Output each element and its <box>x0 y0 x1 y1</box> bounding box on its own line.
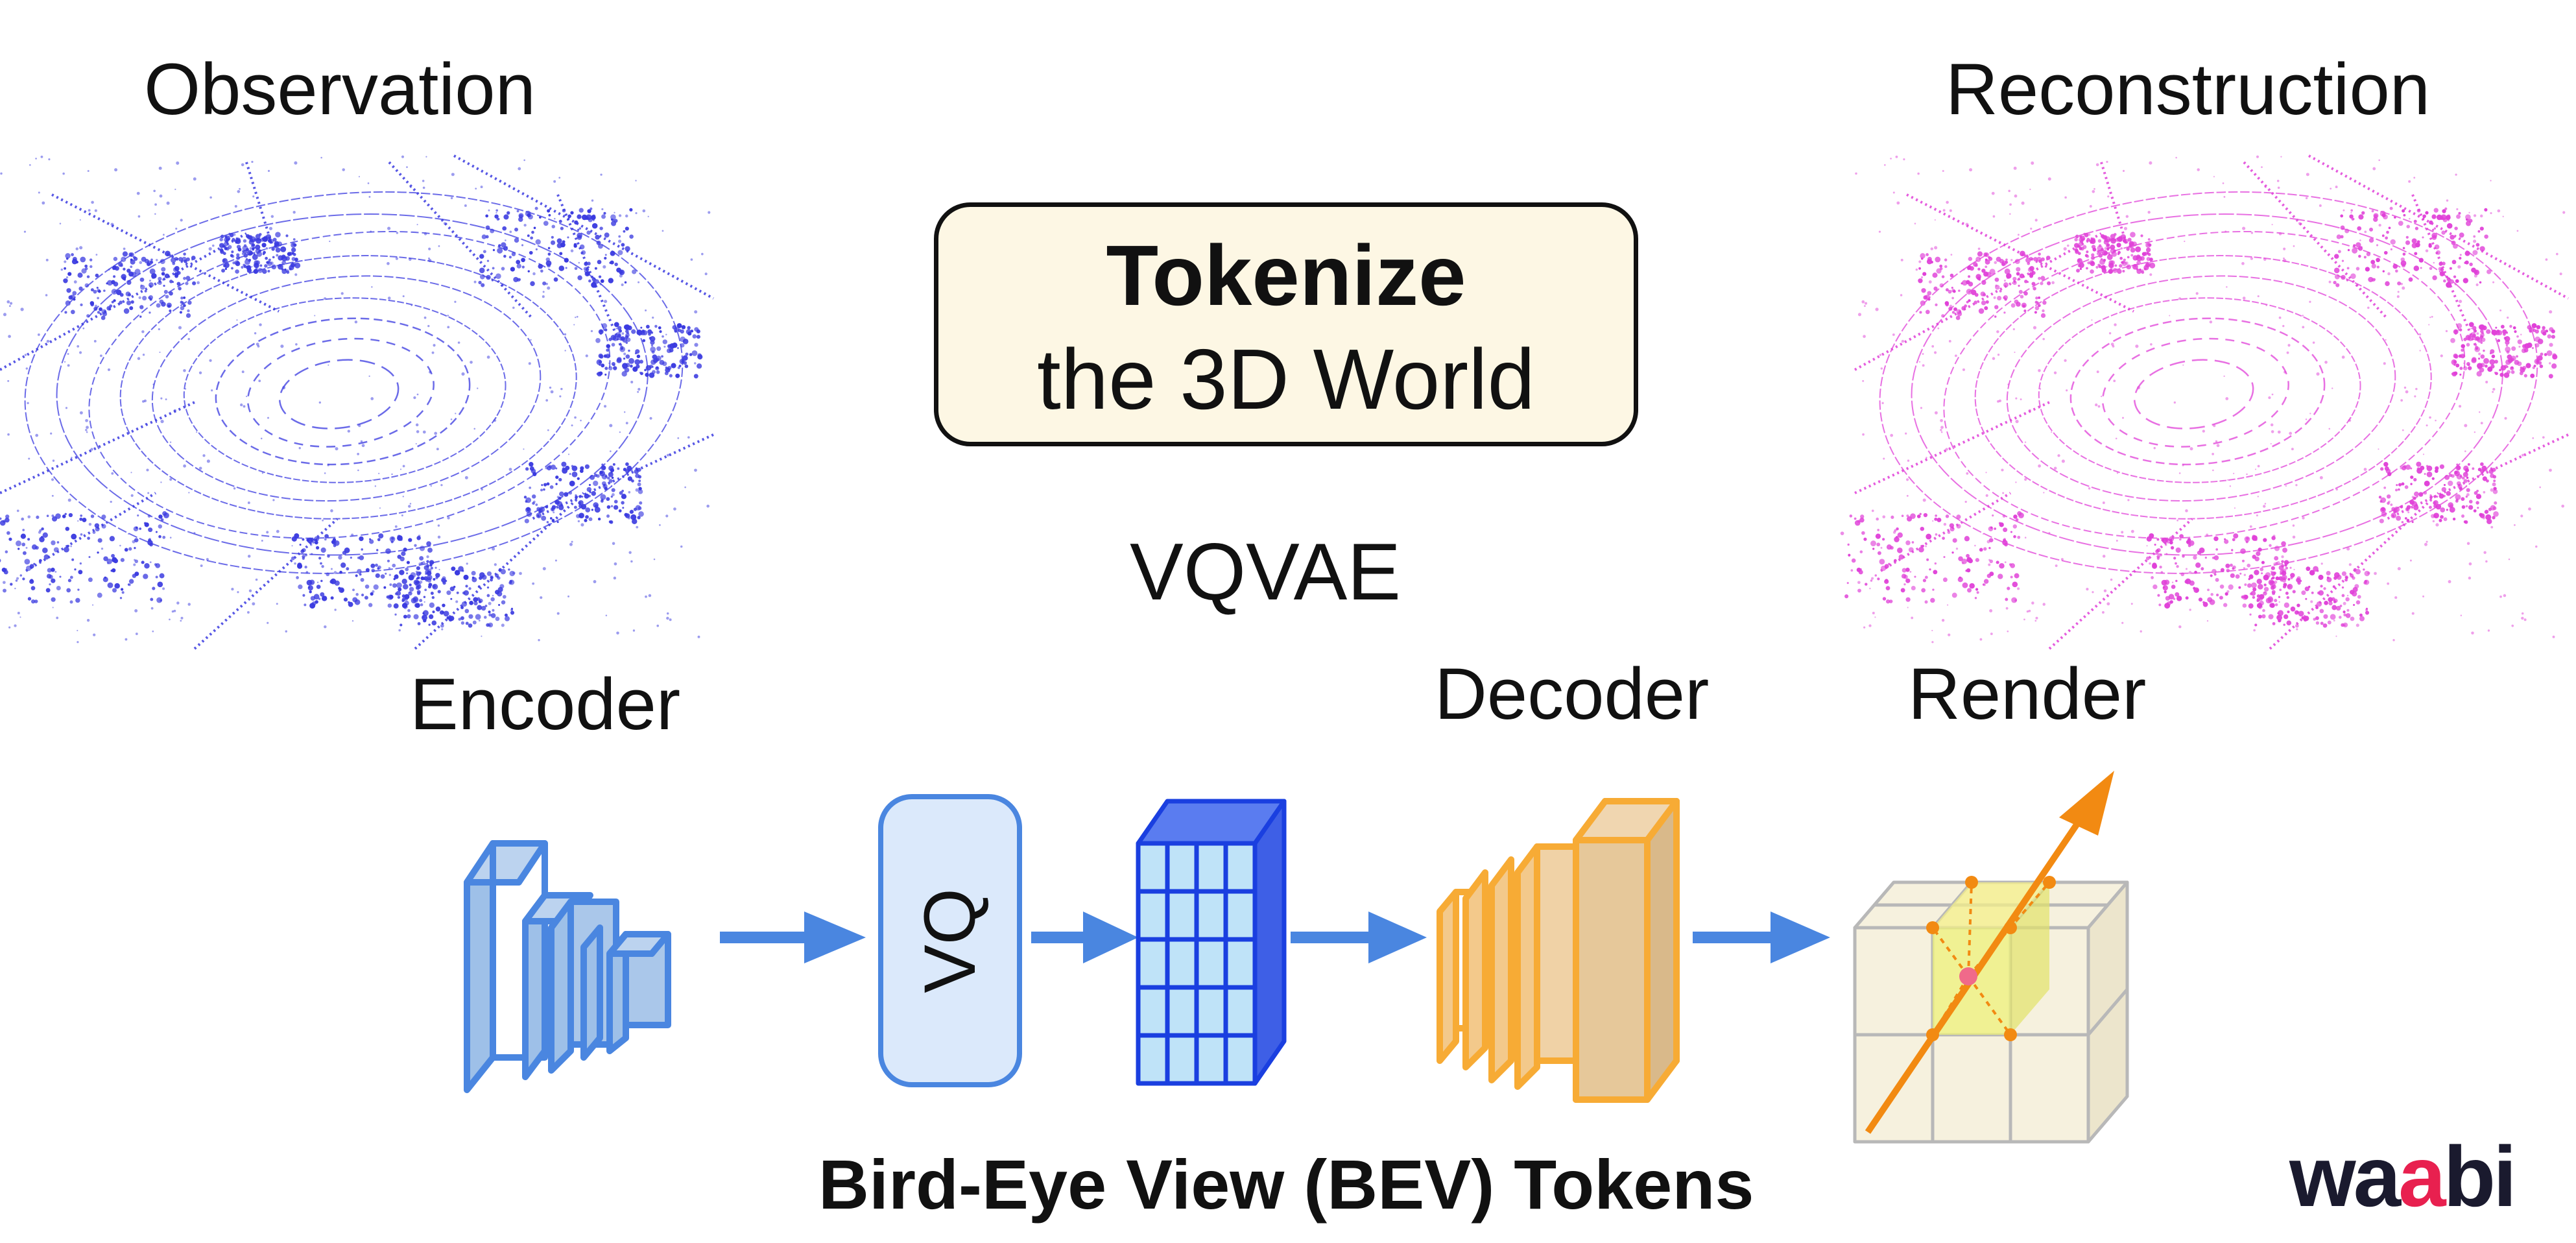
bev-tokens-label: Bird-Eye View (BEV) Tokens <box>818 1145 1754 1224</box>
waabi-logo: waabi <box>2289 1134 2517 1220</box>
observation-point-cloud <box>0 154 714 650</box>
vq-block <box>878 794 1022 1087</box>
observation-label: Observation <box>144 49 536 130</box>
arrow-grid-to-decoder <box>1291 911 1427 963</box>
arrow-decoder-to-render <box>1693 911 1830 963</box>
encoder-label: Encoder <box>410 664 681 745</box>
render-voxel-ray-icon <box>1853 771 2129 1144</box>
bev-token-grid-icon <box>1136 799 1287 1086</box>
arrow-encoder-to-vq <box>720 911 866 963</box>
render-label: Render <box>1908 653 2147 734</box>
reconstruction-label: Reconstruction <box>1946 49 2431 130</box>
vqvae-label: VQVAE <box>1130 527 1401 617</box>
tokenize-box: Tokenize the 3D World <box>934 202 1638 446</box>
encoder-layers-icon <box>464 840 671 1093</box>
decoder-layers-icon <box>1437 798 1680 1103</box>
tokenize-title: Tokenize <box>1106 228 1466 323</box>
logo-text: waabi <box>2289 1129 2517 1224</box>
arrow-vq-to-grid <box>1031 911 1138 963</box>
reconstruction-point-cloud <box>1840 154 2569 650</box>
tokenize-subtitle: the 3D World <box>1037 332 1535 427</box>
vq-label: VQ <box>909 888 990 993</box>
decoder-label: Decoder <box>1435 653 1710 734</box>
